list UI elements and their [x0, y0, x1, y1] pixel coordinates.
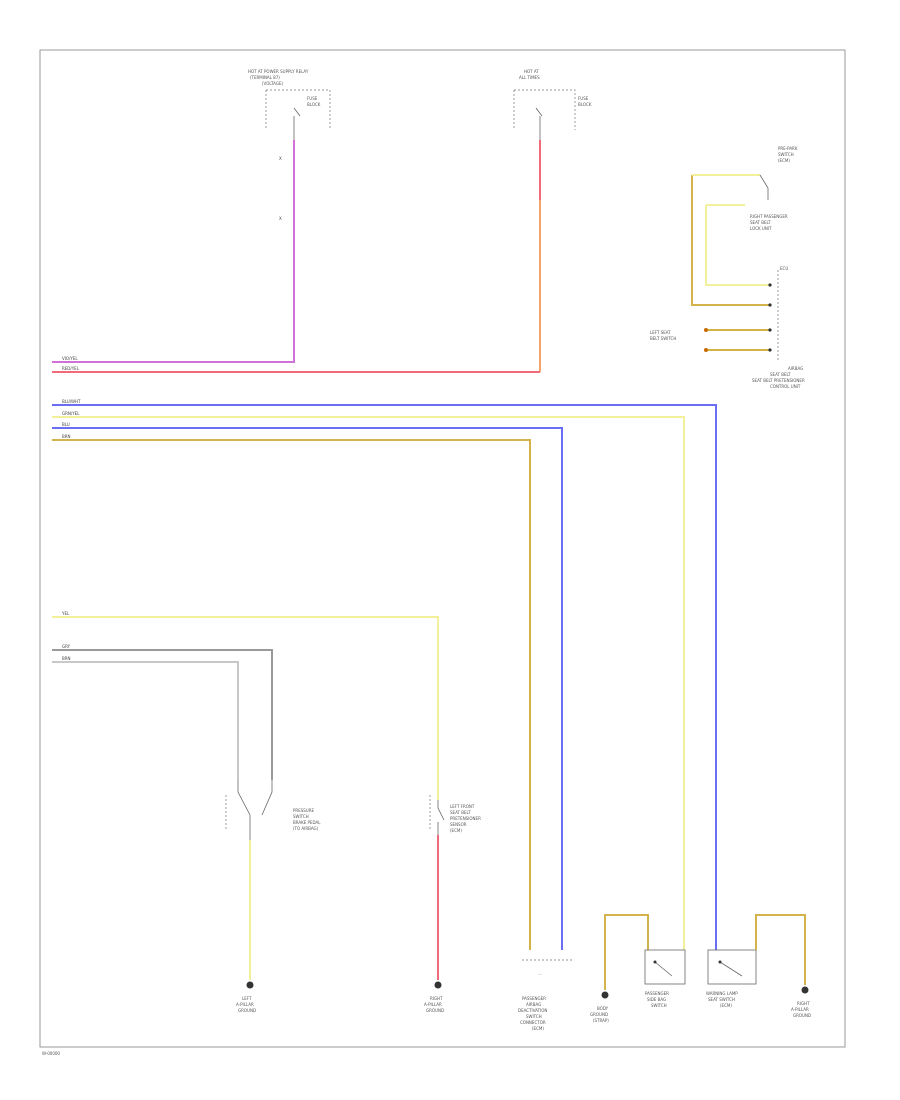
svg-text:(ECM): (ECM)	[720, 1003, 732, 1008]
svg-text:SEAT BELT: SEAT BELT	[770, 372, 791, 377]
yellow-wire-bus	[52, 416, 685, 950]
svg-text:A-PILLAR: A-PILLAR	[236, 1002, 254, 1007]
ground-right-label: RIGHT A-PILLAR GROUND	[791, 1001, 811, 1018]
svg-text:SWITCH: SWITCH	[526, 1014, 542, 1019]
svg-text:A-PILLAR: A-PILLAR	[791, 1007, 809, 1012]
yellow-wire-lower	[52, 616, 439, 800]
svg-text:WARNING LAMP: WARNING LAMP	[706, 991, 738, 996]
svg-text:RIGHT PASSENGER: RIGHT PASSENGER	[750, 214, 788, 219]
svg-text:GROUND: GROUND	[590, 1012, 608, 1017]
svg-text:(ECM): (ECM)	[450, 828, 462, 833]
svg-text:BODY: BODY	[597, 1006, 609, 1011]
svg-text:X: X	[279, 156, 282, 161]
svg-text:GROUND: GROUND	[793, 1013, 811, 1018]
warning-lamp-switch: WARNING LAMP SEAT SWITCH (ECM)	[706, 949, 757, 1008]
svg-text:GROUND: GROUND	[238, 1008, 256, 1013]
svg-text:PRE-PARK: PRE-PARK	[778, 146, 798, 151]
power-supply-relay-block: HOT AT POWER SUPPLY RELAY (TERMINAL 87) …	[248, 69, 331, 221]
svg-text:(VOLTAGE): (VOLTAGE)	[262, 81, 283, 86]
wire-label-9: BRN	[62, 656, 71, 661]
svg-text:SEAT BELT: SEAT BELT	[750, 220, 771, 225]
wire-label-1: VIO/YEL	[62, 356, 78, 361]
svg-text:HOT AT POWER SUPPLY RELAY: HOT AT POWER SUPPLY RELAY	[248, 69, 309, 74]
svg-text:AIRBAG: AIRBAG	[788, 366, 803, 371]
side-bag-switch: PASSENGER SIDE BAG SWITCH	[644, 949, 686, 1008]
ground-point-body	[601, 991, 609, 999]
tan-wire-right	[755, 914, 806, 985]
svg-text:LEFT SEAT: LEFT SEAT	[650, 330, 671, 335]
svg-text:PRETENSIONER: PRETENSIONER	[450, 816, 481, 821]
airbag-connector: ... PASSENGER AIRBAG DEACTIVATION SWITCH…	[518, 959, 572, 1031]
svg-text:BELT SWITCH: BELT SWITCH	[650, 336, 676, 341]
svg-text:ALL TIMES: ALL TIMES	[519, 75, 540, 80]
gray-wire-2	[52, 661, 239, 780]
svg-text:DEACTIVATION: DEACTIVATION	[518, 1008, 547, 1013]
svg-text:SIDE BAG: SIDE BAG	[647, 997, 666, 1002]
ground-point-mid	[434, 981, 442, 989]
svg-text:BLOCK: BLOCK	[578, 102, 592, 107]
svg-text:CONNECTOR: CONNECTOR	[520, 1020, 546, 1025]
wire-label-4: GRN/YEL	[62, 411, 80, 416]
svg-text:BRAKE PEDAL: BRAKE PEDAL	[293, 820, 321, 825]
pressure-switch: PRESSURE SWITCH BRAKE PEDAL (TO AIRBAG)	[225, 780, 321, 840]
svg-text:RIGHT: RIGHT	[797, 1001, 810, 1006]
wire-label-8: GRY	[62, 644, 71, 649]
svg-text:LOCK UNIT: LOCK UNIT	[750, 226, 772, 231]
svg-text:SWITCH: SWITCH	[293, 814, 309, 819]
svg-text:GROUND: GROUND	[426, 1008, 444, 1013]
svg-text:PASSENGER: PASSENGER	[522, 996, 546, 1001]
svg-text:FUSE: FUSE	[307, 96, 318, 101]
blue-wire-mid	[52, 427, 563, 950]
blue-wire-top	[52, 404, 717, 950]
svg-text:X: X	[279, 216, 282, 221]
svg-text:FUSE: FUSE	[578, 96, 589, 101]
svg-text:HOT AT: HOT AT	[524, 69, 539, 74]
diagram-footer-code: W-00000	[42, 1051, 60, 1056]
svg-text:A-PILLAR: A-PILLAR	[424, 1002, 442, 1007]
wire-label-6: BRN	[62, 434, 71, 439]
svg-text:PASSENGER: PASSENGER	[645, 991, 669, 996]
ground-point-right	[801, 986, 809, 994]
svg-text:SWITCH: SWITCH	[778, 152, 794, 157]
wire-label-5: BLU	[62, 422, 70, 427]
ground-left-label: LEFT A-PILLAR GROUND	[236, 996, 256, 1013]
svg-text:RIGHT: RIGHT	[430, 996, 443, 1001]
hot-at-all-times-block: HOT AT ALL TIMES FUSE BLOCK	[513, 69, 592, 140]
svg-text:ECU: ECU	[780, 266, 788, 271]
diagram-frame	[39, 49, 846, 1048]
svg-text:SEAT SWITCH: SEAT SWITCH	[708, 997, 735, 1002]
svg-text:(ECM): (ECM)	[778, 158, 790, 163]
tan-wire-mid	[52, 439, 531, 950]
svg-text:AIRBAG: AIRBAG	[526, 1002, 541, 1007]
svg-text:PRESSURE: PRESSURE	[293, 808, 315, 813]
wire-label-7: YEL	[61, 611, 70, 616]
violet-wire	[52, 140, 295, 363]
gray-wire-1	[52, 649, 273, 780]
svg-text:SWITCH: SWITCH	[651, 1003, 667, 1008]
wire-label-3: BLU/WHT	[62, 399, 81, 404]
wire-label-2: RED/YEL	[62, 366, 80, 371]
svg-text:LEFT FRONT: LEFT FRONT	[450, 804, 475, 809]
svg-text:SEAT BELT PRETENSIONER: SEAT BELT PRETENSIONER	[752, 378, 805, 383]
tan-wire-body-ground	[604, 914, 649, 950]
svg-text:(ECM): (ECM)	[532, 1026, 544, 1031]
seat-belt-control-cluster: PRE-PARK SWITCH (ECM) RIGHT PASSENGER SE…	[650, 146, 805, 389]
svg-text:SENSOR: SENSOR	[450, 822, 467, 827]
seat-belt-sensor: LEFT FRONT SEAT BELT PRETENSIONER SENSOR…	[429, 795, 481, 835]
svg-text:...: ...	[538, 971, 542, 976]
svg-text:(STRAP): (STRAP)	[593, 1018, 609, 1023]
svg-text:(TERMINAL 87): (TERMINAL 87)	[250, 75, 280, 80]
ground-mid-label: RIGHT A-PILLAR GROUND	[424, 996, 444, 1013]
body-ground-label: BODY GROUND (STRAP)	[590, 1006, 609, 1023]
svg-text:SEAT BELT: SEAT BELT	[450, 810, 471, 815]
svg-text:CONTROL UNIT: CONTROL UNIT	[770, 384, 801, 389]
svg-text:LEFT: LEFT	[242, 996, 252, 1001]
svg-text:(TO AIRBAG): (TO AIRBAG)	[293, 826, 319, 831]
svg-text:BLOCK: BLOCK	[307, 102, 321, 107]
ground-point-left	[246, 981, 254, 989]
